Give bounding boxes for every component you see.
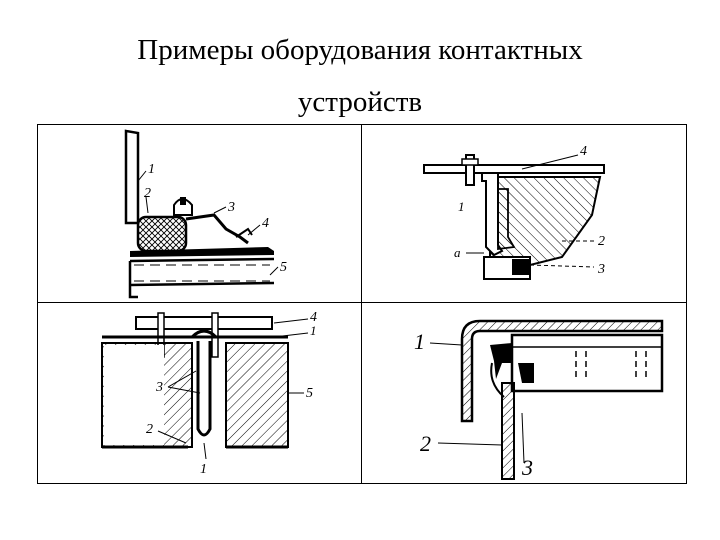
label-1: 1 — [310, 323, 317, 338]
label-2: 2 — [144, 186, 151, 201]
label-3: 3 — [597, 262, 605, 277]
label-2: 2 — [598, 234, 605, 249]
grid-divider-vertical — [361, 125, 362, 483]
diagram-bottom-right: 1 2 3 — [414, 319, 664, 480]
label-4: 4 — [580, 144, 587, 159]
label-2: 2 — [146, 422, 153, 437]
diagram-top-right: 4 1 2 a 3 — [423, 144, 605, 280]
label-5: 5 — [306, 386, 313, 401]
label-3: 3 — [155, 380, 163, 395]
label-3: 3 — [227, 200, 235, 215]
title-line-2: устройств — [297, 86, 423, 118]
label-1: 1 — [414, 329, 425, 354]
label-5: 5 — [280, 260, 287, 275]
label-a: a — [454, 245, 461, 260]
page-title: Примеры оборудования контактных устройст… — [0, 24, 720, 128]
label-4: 4 — [310, 310, 317, 325]
diagram-top-left: 1 2 3 4 5 — [124, 129, 287, 299]
title-line-1: Примеры оборудования контактных — [137, 34, 583, 66]
label-1-bottom: 1 — [200, 462, 207, 477]
label-4: 4 — [262, 216, 269, 231]
label-3: 3 — [521, 455, 533, 480]
label-1: 1 — [148, 162, 155, 177]
grid-divider-horizontal — [38, 302, 686, 303]
panel-top-left: 1 2 3 4 5 — [38, 125, 361, 302]
diagram-bottom-left: 4 1 3 5 2 1 — [101, 310, 317, 477]
label-2: 2 — [420, 431, 431, 456]
label-1: 1 — [458, 199, 465, 214]
panel-top-right: 4 1 2 a 3 — [362, 125, 686, 302]
panel-bottom-right: 1 2 3 — [362, 303, 686, 483]
panel-bottom-left: 4 1 3 5 2 1 — [38, 303, 361, 483]
figure-grid: 1 2 3 4 5 — [37, 124, 687, 484]
